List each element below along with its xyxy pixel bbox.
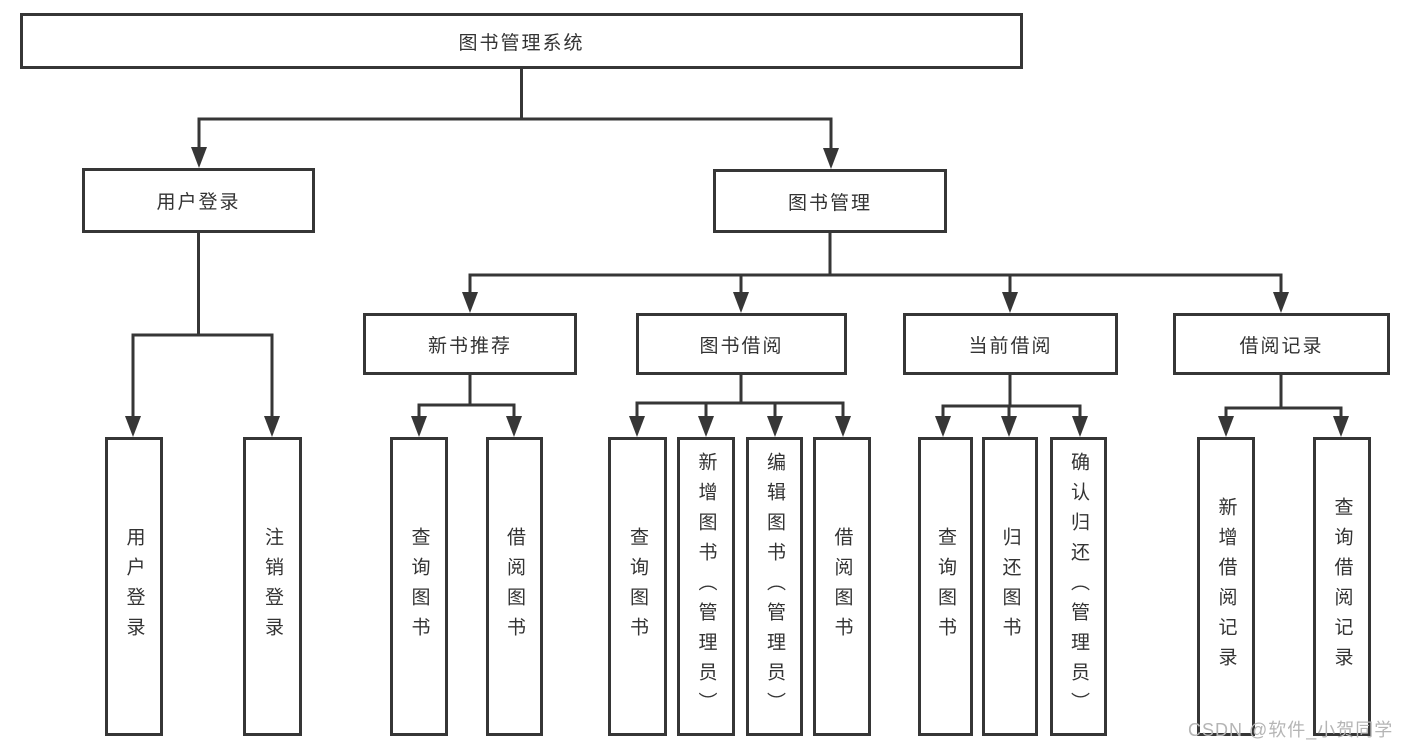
node-current-borrowing-label: 当前借阅: [968, 335, 1053, 357]
leaf-add-book-admin-label: 新增图书（管理员）: [695, 451, 717, 722]
connector-book-borrowing-branch: [635, 375, 845, 421]
leaf-logout: 注销登录: [243, 437, 302, 736]
node-book-management: 图书管理: [713, 169, 947, 233]
leaf-query-borrow-record: 查询借阅记录: [1313, 437, 1371, 736]
leaf-borrow-book-1: 借阅图书: [486, 437, 543, 736]
leaf-query-book-3-label: 查询图书: [935, 526, 956, 647]
node-book-management-label: 图书管理: [787, 192, 872, 214]
node-borrowing-records: 借阅记录: [1173, 313, 1390, 375]
node-root-label: 图书管理系统: [458, 32, 585, 54]
leaf-user-login-label: 用户登录: [123, 526, 145, 647]
node-book-borrowing-label: 图书借阅: [699, 335, 784, 357]
node-user-login: 用户登录: [82, 168, 315, 233]
node-book-borrowing: 图书借阅: [636, 313, 847, 375]
arrow-to-leaf-borrow-book-1: [506, 416, 522, 437]
arrow-to-book-management: [823, 148, 839, 169]
node-new-book-recommend-label: 新书推荐: [427, 335, 512, 357]
node-borrowing-records-label: 借阅记录: [1239, 335, 1324, 357]
arrow-to-book-borrowing: [733, 292, 749, 313]
leaf-return-book: 归还图书: [982, 437, 1038, 736]
node-new-book-recommend: 新书推荐: [363, 313, 577, 375]
leaf-user-login: 用户登录: [105, 437, 163, 736]
leaf-borrow-book-1-label: 借阅图书: [504, 526, 525, 647]
leaf-query-book-3: 查询图书: [918, 437, 973, 736]
leaf-borrow-book-2-label: 借阅图书: [831, 526, 853, 647]
arrow-to-leaf-add-book: [698, 416, 714, 437]
leaf-query-book-1-label: 查询图书: [408, 526, 430, 647]
connector-book-management-branch: [468, 233, 1283, 297]
leaf-edit-book-admin: 编辑图书（管理员）: [746, 437, 803, 736]
node-current-borrowing: 当前借阅: [903, 313, 1118, 375]
connector-root-to-level1: [197, 69, 833, 153]
arrow-to-leaf-return-book: [1001, 416, 1017, 437]
leaf-logout-label: 注销登录: [262, 526, 283, 647]
connector-current-borrowing-branch: [941, 375, 1082, 421]
arrow-to-leaf-user-login: [125, 416, 141, 437]
arrow-to-leaf-query-book-3: [935, 416, 951, 437]
arrow-to-leaf-query-record: [1333, 416, 1349, 437]
leaf-query-borrow-record-label: 查询借阅记录: [1331, 496, 1353, 677]
leaf-query-book-1: 查询图书: [390, 437, 448, 736]
arrow-to-user-login: [191, 147, 207, 168]
leaf-add-borrow-record-label: 新增借阅记录: [1215, 496, 1237, 677]
arrow-to-leaf-query-book-1: [411, 416, 427, 437]
connector-new-book-recommend-branch: [417, 375, 516, 421]
node-root: 图书管理系统: [20, 13, 1023, 69]
arrow-to-leaf-borrow-book-2: [835, 416, 851, 437]
leaf-confirm-return-admin-label: 确认归还（管理员）: [1068, 451, 1089, 722]
leaf-return-book-label: 归还图书: [999, 526, 1021, 647]
connector-user-login-branch: [131, 233, 274, 421]
leaf-confirm-return-admin: 确认归还（管理员）: [1050, 437, 1107, 736]
arrow-to-leaf-add-record: [1218, 416, 1234, 437]
arrow-to-leaf-confirm-return: [1072, 416, 1088, 437]
arrowheads: [125, 147, 1349, 437]
leaf-add-borrow-record: 新增借阅记录: [1197, 437, 1255, 736]
arrow-to-new-book-recommend: [462, 292, 478, 313]
arrow-to-leaf-logout: [264, 416, 280, 437]
csdn-watermark: CSDN @软件_小贺同学: [1188, 720, 1394, 740]
node-user-login-label: 用户登录: [156, 192, 241, 213]
arrow-to-leaf-edit-book: [767, 416, 783, 437]
leaf-edit-book-admin-label: 编辑图书（管理员）: [764, 451, 785, 722]
arrow-to-current-borrowing: [1002, 292, 1018, 313]
leaf-add-book-admin: 新增图书（管理员）: [677, 437, 735, 736]
arrow-to-leaf-query-book-2: [629, 416, 645, 437]
leaf-borrow-book-2: 借阅图书: [813, 437, 871, 736]
leaf-query-book-2: 查询图书: [608, 437, 667, 736]
leaf-query-book-2-label: 查询图书: [627, 526, 648, 647]
arrow-to-borrowing-records: [1273, 292, 1289, 313]
connector-borrowing-records-branch: [1224, 375, 1343, 421]
